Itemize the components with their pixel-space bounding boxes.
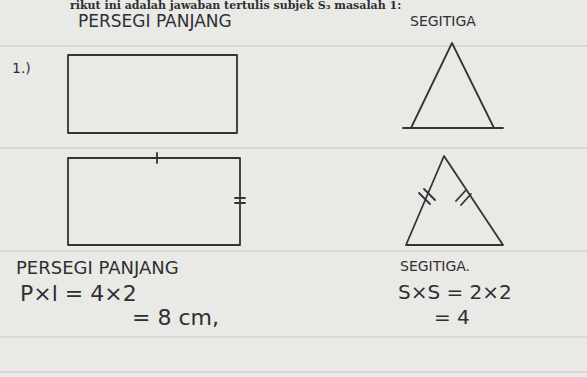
question-number: 1.) xyxy=(12,61,31,76)
formula-text: P×l = 4×2 xyxy=(20,282,137,306)
result-text: = 8 cm, xyxy=(132,306,219,330)
rectangle-drawing xyxy=(68,55,237,133)
triangle-drawing xyxy=(406,156,503,245)
result-text: = 4 xyxy=(434,306,470,328)
heading-text: PERSEGI PANJANG xyxy=(16,258,179,278)
heading-text: SEGITIGA. xyxy=(400,259,470,274)
heading-text: SEGITIGA xyxy=(410,14,476,29)
heading-text: PERSEGI PANJANG xyxy=(78,12,232,31)
tick-mark xyxy=(156,153,158,163)
tick-mark xyxy=(456,190,471,205)
tick-mark xyxy=(235,198,245,203)
tick-mark xyxy=(419,189,435,204)
formula-text: S×S = 2×2 xyxy=(398,281,512,303)
ruled-lines xyxy=(0,46,587,372)
rectangle-drawing xyxy=(68,158,240,245)
caption-text: rikut ini adalah jawaban tertulis subjek… xyxy=(70,0,401,12)
triangle-drawing xyxy=(403,43,503,128)
